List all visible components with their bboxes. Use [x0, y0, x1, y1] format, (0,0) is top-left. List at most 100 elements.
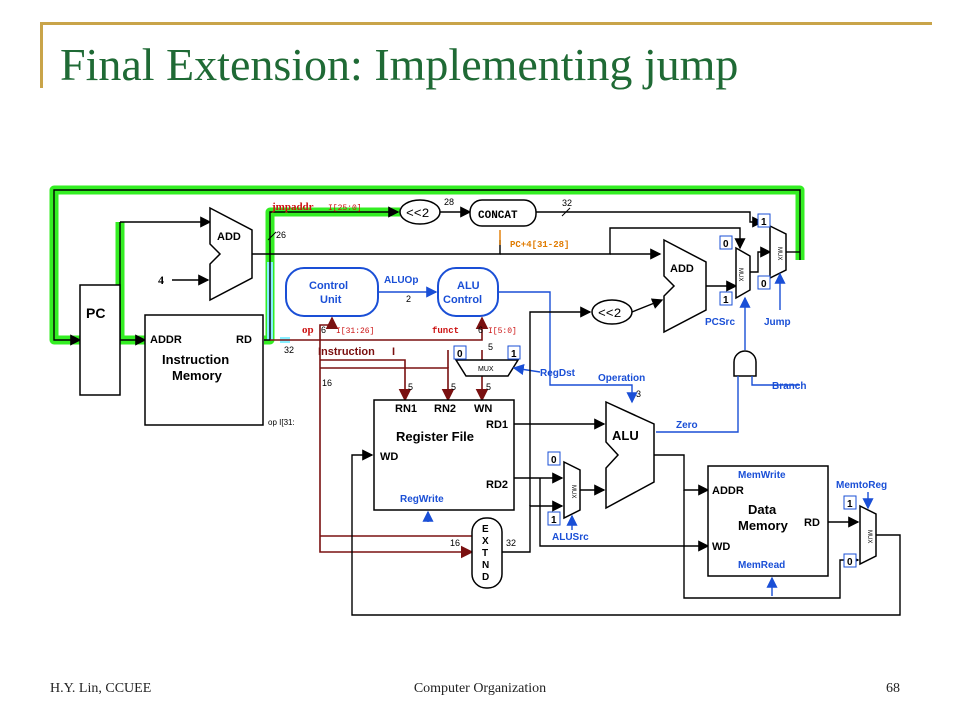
op-label: op [302, 324, 314, 336]
instruction-i-label: I [392, 346, 395, 358]
alu-label: ALU [612, 428, 639, 443]
alusrc-mux-in1-label: 1 [551, 515, 557, 526]
extend-letter-d: D [482, 572, 489, 583]
title-frame-top [40, 22, 932, 25]
jump-mux-in0 [757, 275, 771, 290]
extend-letter-t: T [482, 548, 488, 559]
alu-out-wire [654, 454, 710, 496]
pcsrc-mux-in0-label: 0 [723, 239, 729, 250]
control-unit [285, 267, 379, 317]
regdst-mux-in0-label: 0 [457, 349, 463, 360]
branch-label: Branch [772, 381, 806, 392]
pcsrc-mux-in1-label: 1 [723, 295, 729, 306]
extend-out-wire [502, 500, 564, 553]
bus-width-6a: 6 [321, 325, 326, 335]
jump-mux-in0-label: 0 [761, 279, 767, 290]
concat-out-wire [536, 211, 764, 228]
extend-letter-e: E [482, 524, 489, 535]
pcsrc-label: PCSrc [705, 317, 735, 328]
alu-control-label: ALU [457, 280, 480, 292]
pc-adder-label: ADD [217, 231, 241, 243]
operation-label: Operation [598, 373, 645, 384]
regwrite-label: RegWrite [400, 494, 444, 505]
bus-width-32a: 32 [562, 198, 572, 208]
alu-control [437, 267, 499, 317]
alusrc-mux-label: MUX [570, 485, 576, 498]
zero-wire [656, 376, 739, 433]
bus-width-28: 28 [444, 197, 454, 207]
branch-adder-label: ADD [670, 263, 694, 275]
alusrc-mux-in1 [547, 511, 561, 526]
jump-mux [769, 224, 787, 280]
bus-width-2: 2 [406, 294, 411, 304]
dmem-wd-label: WD [712, 541, 730, 553]
alu-control-label-2: Control [443, 294, 482, 306]
regdst-mux [454, 359, 520, 377]
regfile-rn2-label: RN2 [434, 403, 456, 415]
concat-label: CONCAT [478, 210, 518, 222]
pcsrc-out-wire [750, 246, 772, 273]
pcsrc-mux-in1 [719, 291, 733, 306]
regfile-wd-label: WD [380, 451, 398, 463]
branch-and-gate [733, 350, 757, 377]
bus-width-5d: 5 [488, 342, 493, 352]
regdst-mux-in1 [507, 345, 521, 360]
register-file [373, 399, 515, 511]
alu [605, 400, 655, 510]
pcsrc-mux-in0 [719, 235, 733, 250]
shift-to-add-wire [631, 298, 664, 313]
alusrc-label: ALUSrc [552, 532, 589, 543]
regfile-rd1-label: RD1 [486, 419, 508, 431]
memtoreg-mux-label: MUX [866, 530, 872, 543]
i50-label: I[5:0] [488, 327, 517, 336]
concat-block [469, 199, 537, 227]
jmpaddr-label: jmpaddr [271, 201, 314, 213]
imem-addr-label: ADDR [150, 334, 182, 346]
jump-mux-label: MUX [776, 247, 782, 260]
dmem-title-2: Memory [738, 518, 789, 533]
footer-course: Computer Organization [413, 681, 547, 696]
i3126-label: I[31:26] [336, 327, 374, 336]
regfile-rd2-label: RD2 [486, 479, 508, 491]
pc4-label: PC+4[31-28] [510, 240, 569, 250]
jump-mux-in1 [757, 213, 771, 228]
bus-width-5a: 5 [408, 382, 413, 392]
slide-title: Final Extension: Implementing jump [60, 39, 739, 90]
extend-to-shift-wire [529, 306, 592, 506]
aluop-label: ALUOp [384, 275, 418, 286]
zero-label: Zero [676, 420, 698, 431]
regdst-label: RegDst [540, 368, 576, 379]
instruction-bus [270, 316, 489, 559]
footer-page-number: 68 [886, 681, 900, 696]
pc-plus4-to-add-wire [500, 227, 746, 255]
alusrc-mux [563, 460, 581, 520]
shift-left-mid-label: <<2 [598, 306, 621, 321]
dmem-addr-label: ADDR [712, 485, 744, 497]
regdst-mux-in1-label: 1 [511, 349, 517, 360]
operation-wire [498, 291, 638, 404]
control-unit-label-2: Unit [320, 294, 342, 306]
regfile-rn1-label: RN1 [395, 403, 417, 415]
pcsrc-mux-label: MUX [737, 268, 743, 281]
bus-width-5b: 5 [451, 382, 456, 392]
pc-adder [209, 206, 253, 302]
regdst-wire [512, 363, 541, 376]
alusrc-mux-in0-label: 0 [551, 455, 557, 466]
imem-title-2: Memory [172, 368, 223, 383]
bus-width-32c: 32 [506, 538, 516, 548]
regdst-mux-in0 [453, 345, 467, 360]
memwrite-label: MemWrite [738, 470, 786, 481]
memtoreg-mux-in0 [843, 553, 857, 568]
branch-wire [751, 376, 800, 386]
memtoreg-mux-in1 [843, 495, 857, 510]
op-i31-label: op I[31: [268, 418, 295, 427]
sign-extend [471, 517, 503, 589]
pcsrc-mux [735, 246, 751, 300]
rd2-to-dmem-wd [539, 478, 710, 552]
bus-width-3: 3 [636, 389, 641, 399]
jump-label: Jump [764, 317, 791, 328]
imem-rd-label: RD [236, 334, 252, 346]
title-frame-left [40, 22, 43, 88]
bus-width-6b: 6 [478, 325, 483, 335]
const-four-label: 4 [158, 273, 164, 287]
